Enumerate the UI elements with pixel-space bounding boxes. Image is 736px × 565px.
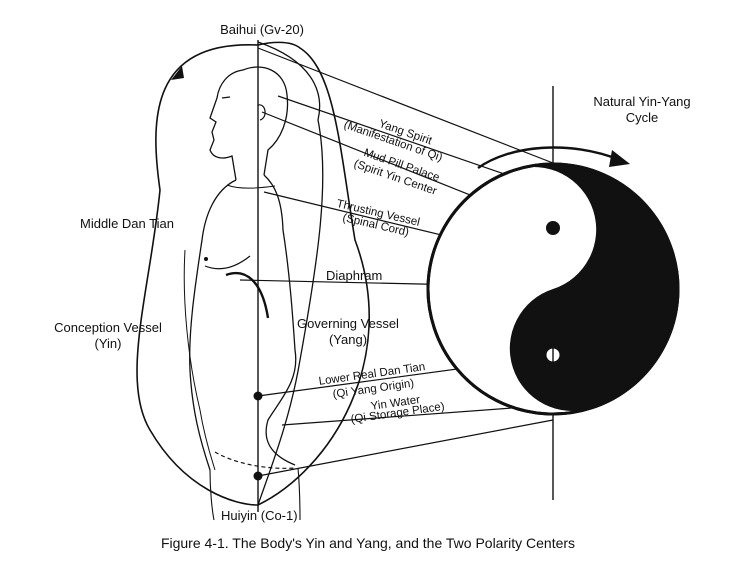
label-natural-cycle-line1: Natural Yin-Yang (593, 94, 691, 109)
label-conception-vessel-line2: (Yin) (94, 336, 122, 351)
head-profile (209, 66, 289, 181)
torso-outline (189, 174, 297, 471)
outer-energy-loop (136, 41, 370, 506)
label-huiyin: Huiyin (Co-1) (221, 508, 298, 523)
label-middle-dan-tian: Middle Dan Tian (80, 216, 174, 231)
label-conception-vessel-line1: Conception Vessel (54, 320, 162, 335)
chest-line (204, 255, 251, 270)
connector-crown (257, 47, 554, 164)
yin-yang-symbol (426, 162, 680, 416)
connector-head (277, 95, 546, 189)
collarbone (226, 184, 276, 189)
leg-lines (209, 467, 301, 521)
figure-caption: Figure 4-1. The Body's Yin and Yang, and… (160, 535, 576, 551)
label-governing-vessel-line2: (Yang) (328, 332, 368, 347)
inner-energy-loop (257, 41, 324, 506)
label-governing-vessel-line1: Governing Vessel (297, 316, 399, 331)
label-baihui: Baihui (Gv-20) (220, 22, 304, 37)
nipple-dot (204, 257, 208, 261)
ear-shape (257, 104, 266, 121)
loop-arrow-icon (171, 66, 184, 80)
connector-huiyin (257, 419, 554, 477)
cycle-arrowhead-icon (609, 150, 630, 167)
lower-abdomen-dash (214, 451, 296, 469)
connector-yin-water (281, 404, 554, 426)
cycle-arrow-arc (477, 146, 621, 169)
yang-center-dot (546, 221, 560, 235)
eye-shape (221, 96, 231, 99)
label-natural-cycle-line2: Cycle (625, 110, 659, 125)
label-diaphram: Diaphram (326, 268, 383, 283)
arm-outline (183, 249, 216, 471)
